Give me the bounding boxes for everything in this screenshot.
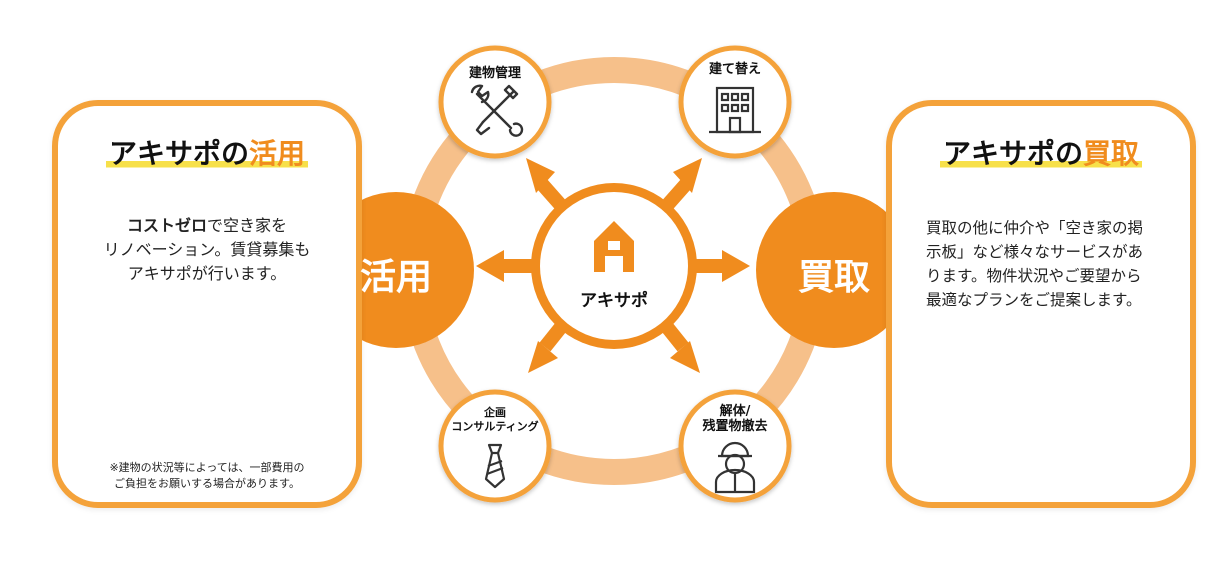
hub-label: アキサポ [580, 291, 648, 311]
node-kaitori-circle [756, 192, 912, 348]
bottom-right-line2: 残置物撤去 [702, 419, 768, 434]
katsuyo-card-title: アキサポの活用 [58, 132, 356, 172]
body-line2: リノベーション。賃貸募集も [103, 240, 311, 259]
satellite-top-left [438, 45, 552, 159]
note-line2: ご負担をお願いする場合があります。 [114, 477, 300, 490]
necktie-icon [484, 443, 506, 489]
katsuyo-card: アキサポの活用 コストゼロで空き家を リノベーション。賃貸募集も アキサポが行い… [52, 100, 362, 508]
kaitori-card: アキサポの買取 買取の他に仲介や「空き家の掲 示板」など様々なサービスがあ りま… [886, 100, 1196, 508]
satellite-bottom-right-label: 解体/ 残置物撤去 [675, 404, 795, 434]
satellite-top-right [678, 45, 792, 159]
kaitori-card-title: アキサポの買取 [892, 132, 1190, 172]
wrench-screwdriver-icon [470, 84, 524, 137]
bottom-left-line1: 企画 [484, 406, 506, 419]
node-kaitori-label: 買取 [797, 257, 870, 298]
body-line1: で空き家を [207, 216, 288, 235]
title-main: アキサポの [942, 137, 1083, 170]
body-line3: アキサポが行います。 [127, 264, 287, 283]
worker-helmet-icon [714, 441, 756, 494]
satellite-top-right-label: 建て替え [708, 62, 761, 77]
bottom-left-line2: コンサルティング [451, 420, 539, 433]
body-line4: 最適なプランをご提案します。 [926, 291, 1142, 309]
body-line3: ります。物件状況やご要望から [926, 267, 1142, 285]
katsuyo-card-body: コストゼロで空き家を リノベーション。賃貸募集も アキサポが行います。 [58, 214, 356, 286]
building-icon [709, 86, 761, 134]
node-katsuyo-label: 活用 [359, 257, 432, 298]
satellite-top-left-label: 建物管理 [468, 66, 521, 81]
body-line1: 買取の他に仲介や「空き家の掲 [926, 219, 1144, 237]
note-line1: ※建物の状況等によっては、一部費用の [109, 461, 305, 474]
title-main: アキサポの [108, 137, 249, 170]
title-accent: 活用 [249, 137, 306, 170]
title-accent: 買取 [1083, 137, 1140, 170]
body-line2: 示板」など様々なサービスがあ [926, 243, 1144, 261]
katsuyo-card-note: ※建物の状況等によっては、一部費用の ご負担をお願いする場合があります。 [58, 460, 356, 492]
bottom-right-line1: 解体/ [719, 404, 751, 419]
house-a-logo-icon [594, 221, 634, 272]
satellite-bottom-left-label: 企画 コンサルティング [435, 406, 555, 434]
body-bold: コストゼロ [126, 216, 207, 235]
kaitori-card-body: 買取の他に仲介や「空き家の掲 示板」など様々なサービスがあ ります。物件状況やご… [926, 216, 1176, 312]
